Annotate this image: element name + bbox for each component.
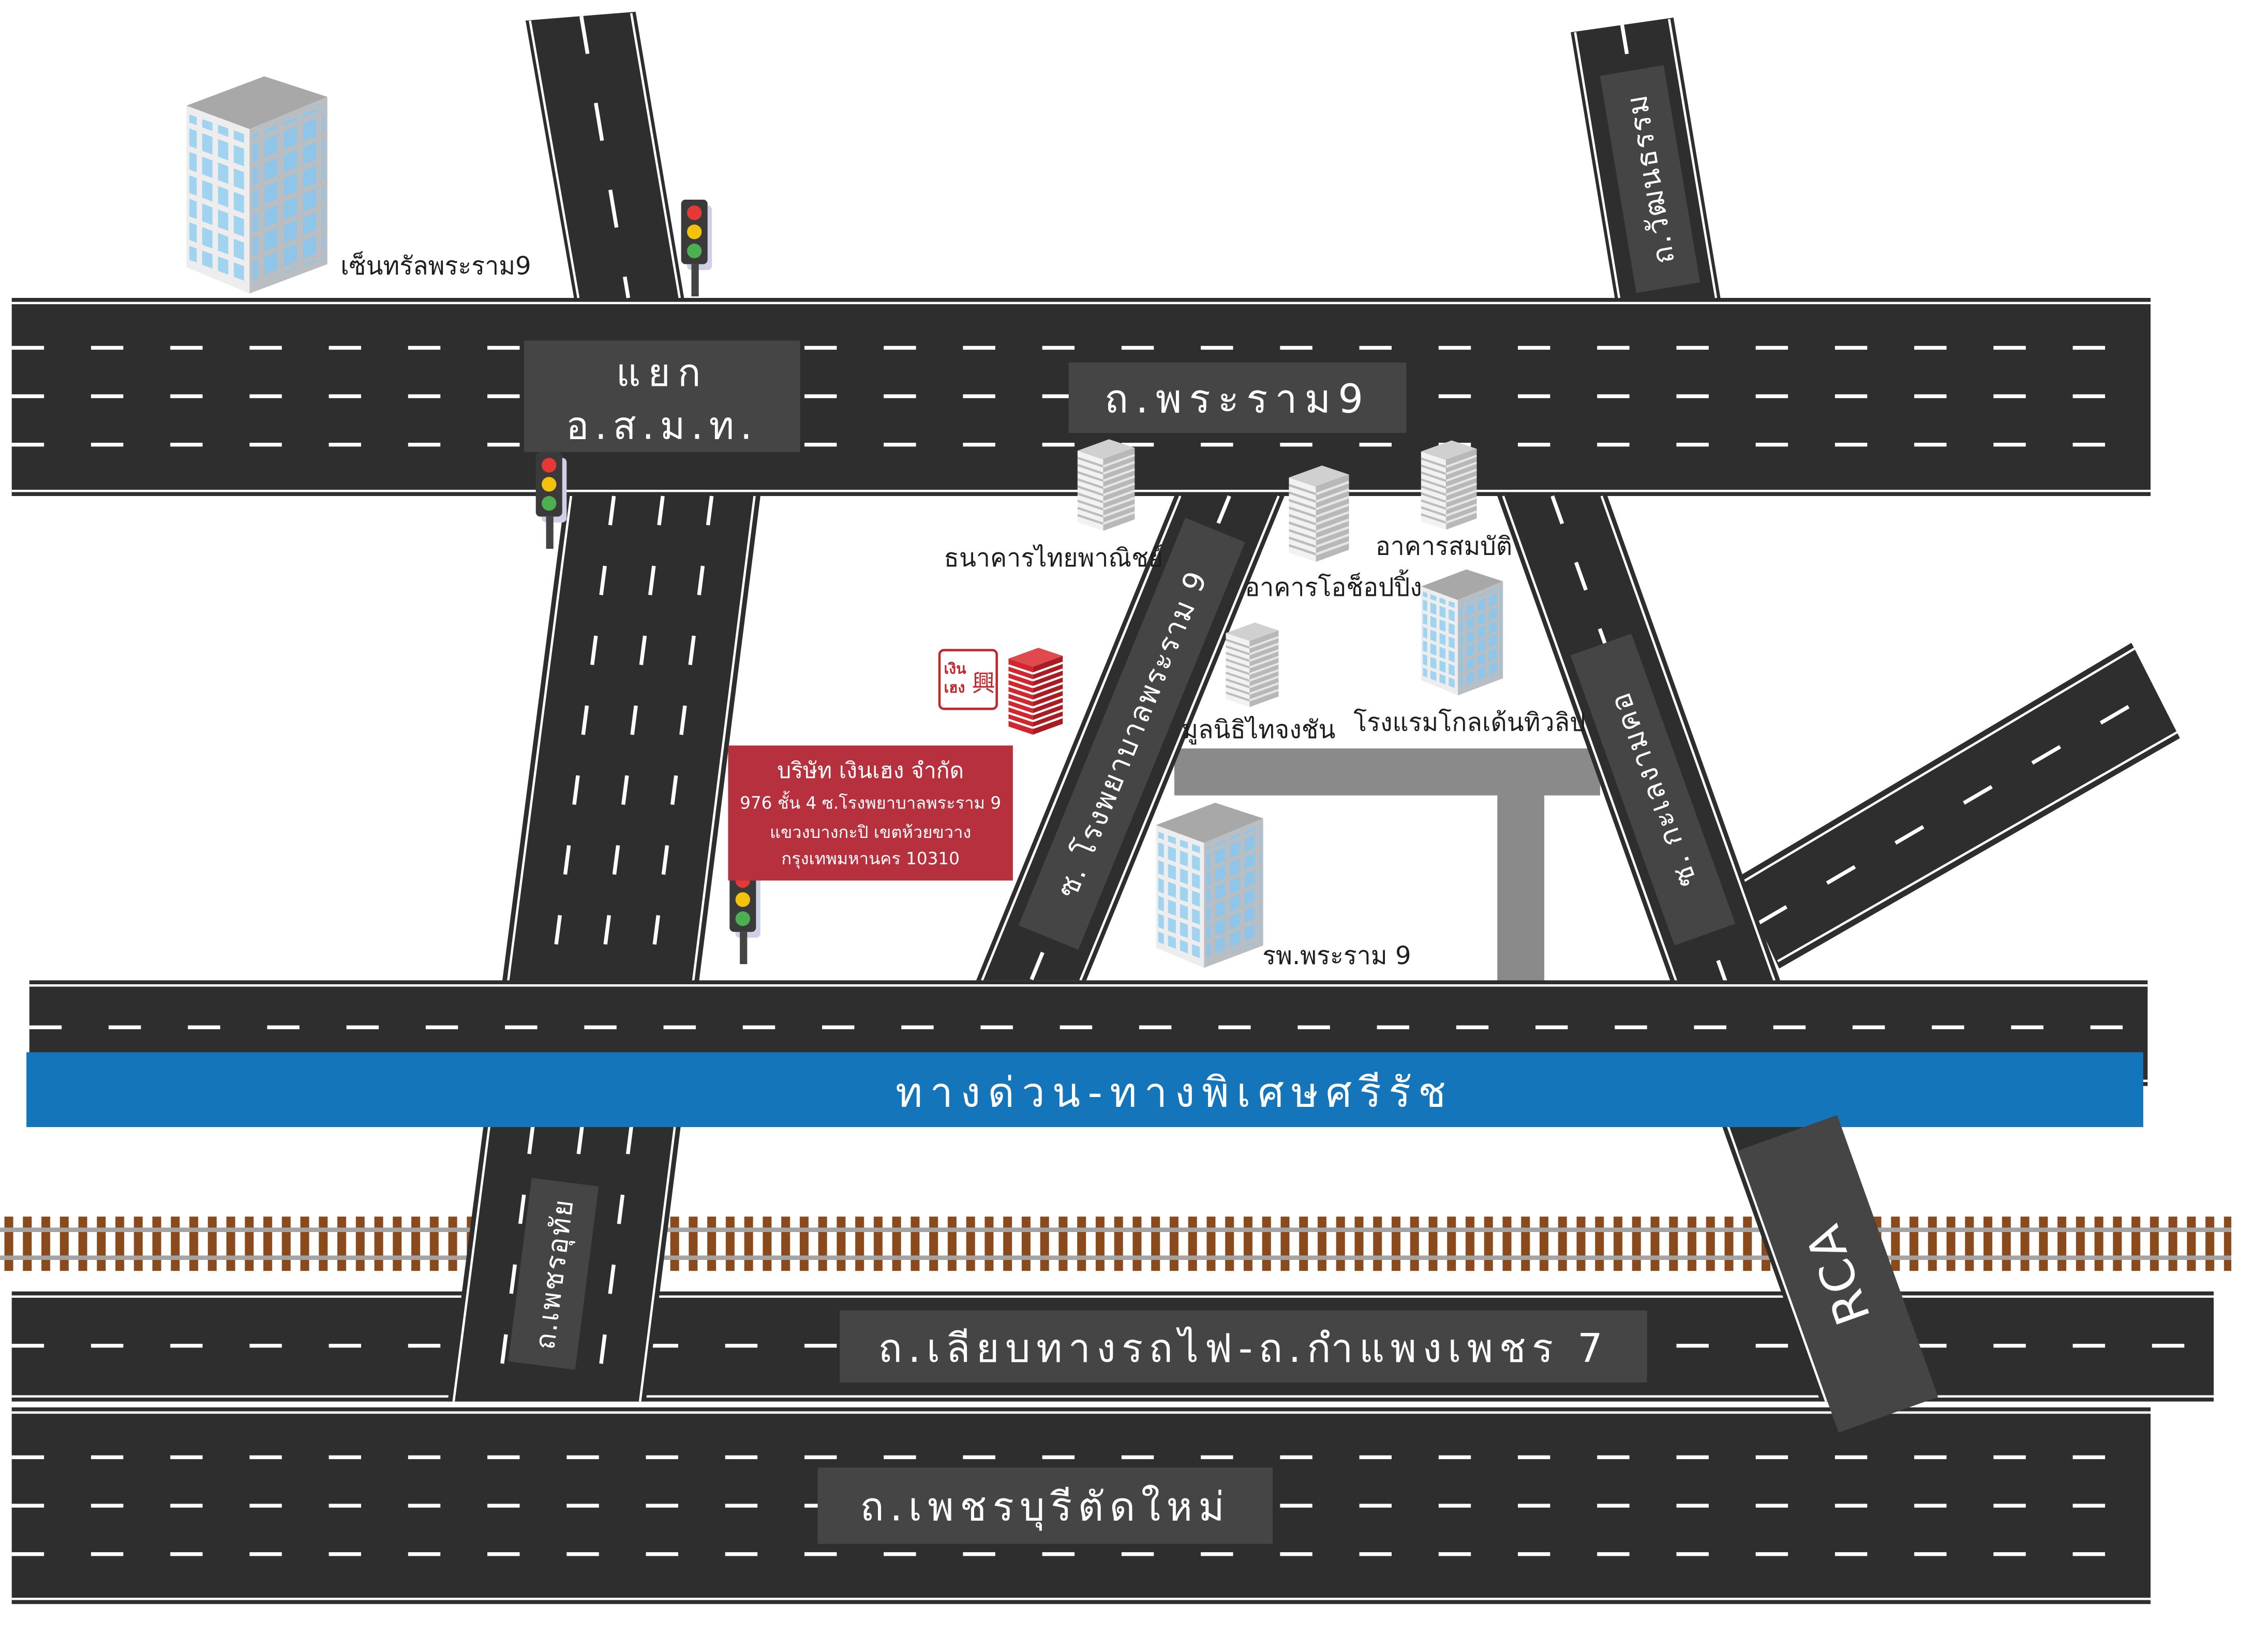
landmark-label: มูลนิธิไทจงชัน — [1182, 715, 1335, 745]
label-box — [817, 1467, 1273, 1544]
road-north-asmt — [525, 11, 684, 298]
office-building-icon — [1289, 466, 1349, 562]
landmark-label: ธนาคารไทยพาณิชย์ — [944, 544, 1163, 573]
label-box — [1068, 362, 1407, 433]
road-name: ถ.พระราม9 — [1105, 376, 1371, 422]
company-info-box: บริษัท เงินเฮง จำกัด 976 ชั้น 4 ซ.โรงพยา… — [728, 745, 1013, 881]
road-phetchautai — [447, 496, 760, 1402]
landmark-label: เซ็นทรัลพระราม9 — [340, 251, 531, 281]
rca-road-label: RCA — [1737, 1115, 1938, 1433]
expressway: ทางด่วน-ทางพิเศษศรีรัช — [26, 1052, 2143, 1128]
phetchautai-road-label: ถ.เพชรอุทัย — [508, 1178, 599, 1370]
road-edge-line — [1079, 496, 1280, 981]
lane-marking — [545, 496, 665, 1402]
road-surface — [1736, 642, 2180, 969]
label-box — [840, 1310, 1647, 1383]
landmark-label: อาคารโอช็อปปิ้ง — [1245, 569, 1422, 602]
company-name: บริษัท เงินเฮง จำกัด — [777, 758, 964, 784]
office-building-icon — [1421, 440, 1477, 530]
logo-frame — [938, 649, 998, 710]
lane-marking — [495, 496, 616, 1402]
road-east-diagonal — [1736, 642, 2180, 969]
railway-road-label: ถ.เลียบทางรถไฟ-ถ.กำแพงเพชร 7 — [840, 1310, 1647, 1383]
logo-text-top: เงิน — [944, 660, 967, 677]
road-name: ถ.เลียบทางรถไฟ-ถ.กำแพงเพชร 7 — [878, 1326, 1609, 1372]
railway-track — [0, 1217, 2232, 1271]
lane-marking — [594, 496, 714, 1402]
road-edge-line — [638, 496, 756, 1402]
ngoen-heng-logo: เงิน เฮง 興 — [938, 649, 998, 710]
watthanatham-road-label: ถ.วัฒนธรรม — [1600, 65, 1700, 293]
expressway-label: ทางด่วน-ทางพิเศษศรีรัช — [896, 1068, 1453, 1116]
road-edge-line — [630, 13, 681, 298]
road-edge-line — [1668, 19, 1718, 298]
landmark-label: รพ.พระราม 9 — [1262, 941, 1411, 970]
road-edge-line — [452, 496, 573, 1402]
company-address-line: 976 ชั้น 4 ซ.โรงพยาบาลพระราม 9 — [740, 790, 1001, 813]
rama9-road-label: ถ.พระราม9 — [1068, 362, 1407, 433]
railway-ties — [0, 1217, 2232, 1271]
label-box — [1570, 633, 1736, 946]
service-road-vertical — [1497, 792, 1545, 984]
service-road — [1174, 748, 1600, 984]
road-edge-line — [1574, 32, 1621, 298]
road-edge-line — [1502, 496, 1828, 1402]
road-edge-line — [981, 496, 1182, 981]
label-box — [1600, 65, 1700, 293]
logo-text-bottom: เฮง — [944, 679, 965, 696]
office-building-icon — [1078, 439, 1135, 531]
office-building-icon — [186, 76, 327, 294]
road-edge-line — [1741, 648, 2135, 883]
hotel-building-icon — [1421, 569, 1503, 696]
service-road-horizontal — [1174, 748, 1600, 796]
expressway-band — [26, 1052, 2143, 1128]
asmt-junction-label: แยก อ.ส.ม.ท. — [524, 340, 800, 452]
road-edge-line — [1777, 731, 2178, 963]
landmark-label: อาคารสมบัติ — [1376, 532, 1512, 561]
petchaburi-road-label: ถ.เพชรบุรีตัดใหม่ — [817, 1467, 1273, 1544]
label-box — [508, 1178, 599, 1370]
company-address-line: แขวงบางกะปิ เขตห้วยขวาง — [770, 822, 971, 842]
company-address-line: กรุงเทพมหานคร 10310 — [781, 849, 960, 869]
road-name: ถ.เพชรบุรีตัดใหม่ — [860, 1484, 1230, 1530]
office-building-icon — [1226, 623, 1278, 707]
hospital-building-icon — [1156, 803, 1263, 968]
logo-chinese-char: 興 — [972, 669, 995, 697]
label-box — [1018, 518, 1245, 950]
company-box-background — [728, 745, 1013, 881]
company-building-icon — [1008, 648, 1063, 734]
label-box — [1737, 1115, 1938, 1433]
junction-label-line1: แยก — [616, 351, 708, 395]
label-box — [524, 340, 800, 452]
road-edge-line — [529, 20, 580, 298]
landmark-label: โรงแรมโกลเด้นทิวลิป — [1353, 708, 1586, 737]
junction-label-line2: อ.ส.ม.ท. — [566, 404, 758, 448]
